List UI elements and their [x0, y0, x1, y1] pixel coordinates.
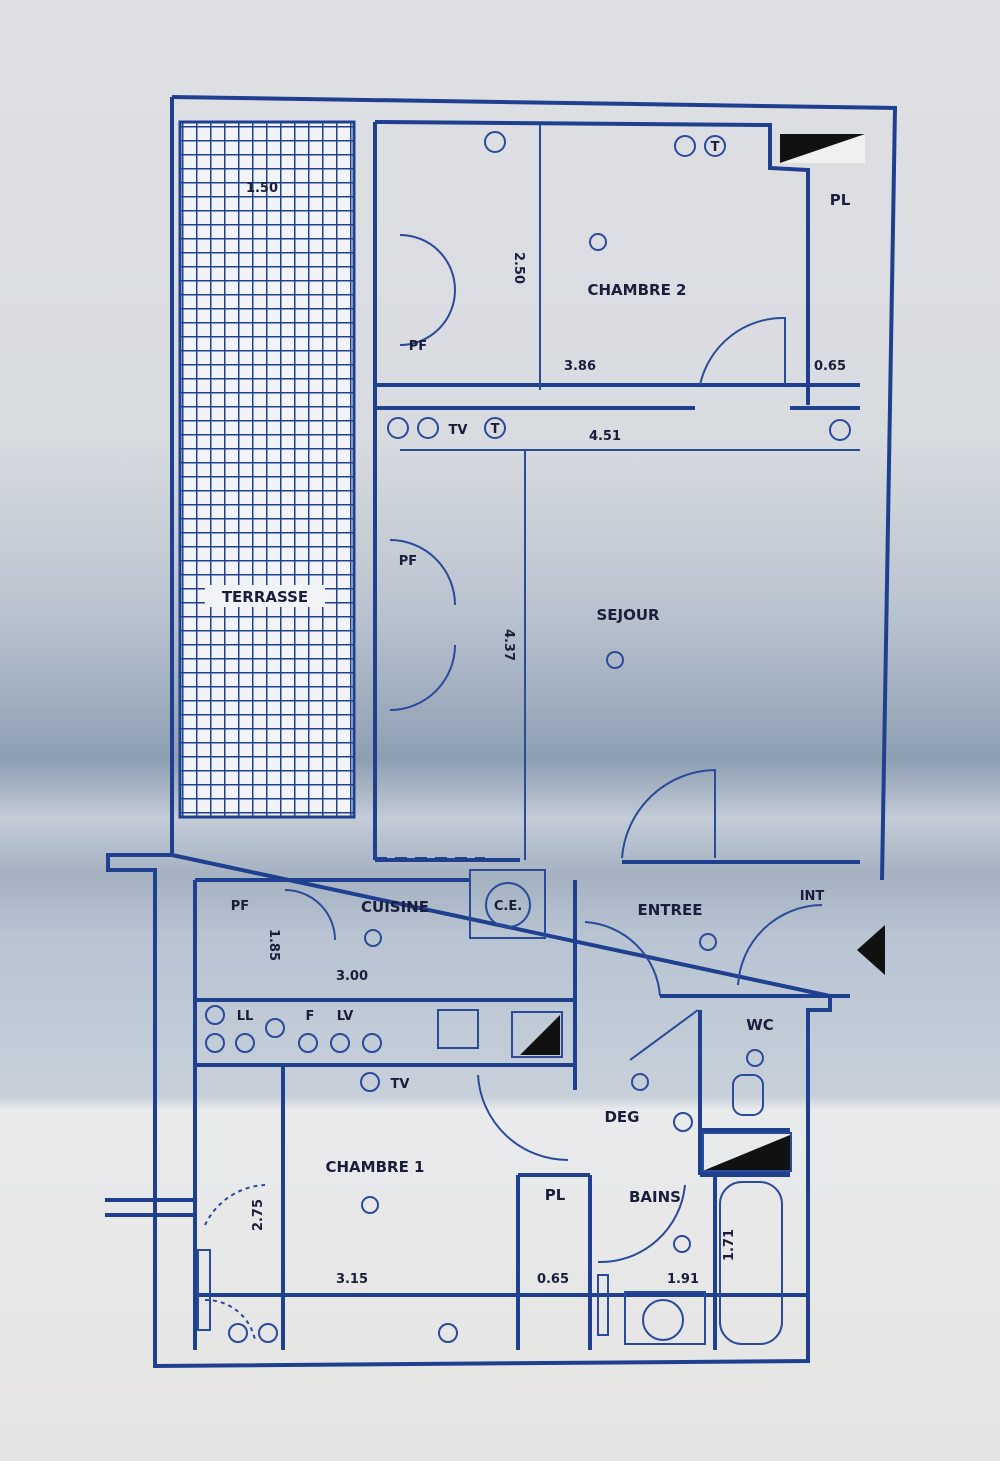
front-door: [737, 904, 823, 986]
room-label-bains: BAINS: [629, 1188, 681, 1206]
label-pf-top: PF: [409, 339, 427, 354]
door-chambre2: [699, 316, 786, 386]
dim-terrasse-width: 1.50: [246, 181, 278, 196]
socket-icon: [360, 1072, 380, 1092]
bathtub: [719, 1181, 783, 1345]
socket-icon: [484, 131, 506, 153]
ceiling-light-icon: [606, 651, 624, 669]
ceiling-light-icon: [699, 933, 717, 951]
socket-icon: [265, 1018, 285, 1038]
towel-radiator: [597, 1274, 609, 1336]
ceiling-light-icon: [364, 929, 382, 947]
entrance-arrow-icon: [857, 925, 885, 975]
label-tv-chambre1: TV: [391, 1077, 410, 1092]
socket-icon: [674, 135, 696, 157]
door-wc: [629, 1009, 699, 1061]
entree-walls: [573, 994, 850, 1090]
socket-icon: [438, 1323, 458, 1343]
door-pf-chambre2: [399, 234, 456, 346]
socket-icon: [235, 1033, 255, 1053]
dim-cuisine-width: 3.00: [336, 969, 368, 984]
ceiling-light-icon: [673, 1235, 691, 1253]
room-label-wc: WC: [746, 1016, 774, 1034]
ceiling-light-icon: [589, 233, 607, 251]
socket-icon: [362, 1033, 382, 1053]
socket-icon: [205, 1005, 225, 1025]
phone-socket-icon: [228, 1323, 248, 1343]
room-label-sejour: SEJOUR: [596, 606, 660, 624]
label-ce: C.E.: [494, 899, 522, 914]
dim-pl-bottom-width: 0.65: [537, 1272, 569, 1287]
dim-pl-top-width: 0.65: [814, 359, 846, 374]
ceiling-light-icon: [631, 1073, 649, 1091]
radiator: [197, 1249, 211, 1331]
label-f: F: [306, 1009, 315, 1024]
room-label-chambre1: CHAMBRE 1: [326, 1158, 425, 1176]
socket-icon: [205, 1033, 225, 1053]
dim-bains-depth: 1.71: [722, 1229, 737, 1261]
room-label-chambre2: CHAMBRE 2: [588, 281, 687, 299]
label-pl-top: PL: [830, 191, 851, 209]
dim-sejour-width: 4.51: [589, 429, 621, 444]
balcony-rail: [105, 1198, 195, 1217]
socket-icon: [829, 419, 851, 441]
socket-icon: [330, 1033, 350, 1053]
socket-icon: [387, 417, 409, 439]
door-window-chambre1: [204, 1184, 266, 1341]
label-ll: LL: [237, 1009, 254, 1024]
dim-bains-width: 1.91: [667, 1272, 699, 1287]
dim-chambre2-depth: 2.50: [511, 252, 526, 284]
outer-wall: [106, 95, 898, 1369]
ceiling-light-icon: [746, 1049, 764, 1067]
socket-icon: [258, 1323, 278, 1343]
label-tv-sejour: TV: [449, 423, 468, 438]
dim-cuisine-depth: 1.85: [266, 929, 281, 961]
boiler: [469, 869, 546, 939]
chambre2-walls: [373, 120, 860, 860]
dim-sejour-depth: 4.37: [501, 629, 516, 661]
phone-socket-icon: [704, 135, 726, 157]
door-chambre1: [477, 1074, 569, 1162]
door-cuisine: [284, 889, 336, 941]
chambre1-walls: [195, 1065, 808, 1350]
room-label-deg: DEG: [604, 1108, 639, 1126]
room-label-terrasse: TERRASSE: [222, 588, 308, 606]
ceiling-light-icon: [361, 1196, 379, 1214]
label-t-sejour: T: [491, 422, 500, 437]
room-label-cuisine: CUISINE: [361, 898, 429, 916]
label-pf-sejour: PF: [399, 554, 417, 569]
washbasin: [624, 1291, 706, 1345]
socket-icon: [298, 1033, 318, 1053]
door-entree-inner: [584, 921, 661, 997]
cuisine-walls: [193, 878, 577, 1350]
label-pf-cuisine: PF: [231, 899, 249, 914]
toilet-icon: [732, 1074, 764, 1116]
door-bains: [597, 1184, 686, 1264]
dim-chambre1-depth: 2.75: [251, 1199, 266, 1231]
label-pl-bottom: PL: [545, 1186, 566, 1204]
sink: [437, 1009, 479, 1049]
phone-socket-icon: [484, 417, 506, 439]
room-label-entree: ENTREE: [637, 901, 702, 919]
sejour-bottom-wall: [375, 858, 860, 864]
dim-chambre2-width: 3.86: [564, 359, 596, 374]
shaft: [705, 1135, 790, 1170]
door-pf-sejour: [389, 539, 456, 711]
shaft: [520, 1015, 560, 1055]
label-lv: LV: [337, 1009, 354, 1024]
socket-icon: [417, 417, 439, 439]
dim-chambre1-width: 3.15: [336, 1272, 368, 1287]
door-sejour: [621, 768, 716, 859]
label-t-chambre2: T: [711, 140, 720, 155]
label-int: INT: [800, 889, 825, 904]
socket-icon: [673, 1112, 693, 1132]
terrasse-area: [178, 120, 356, 819]
